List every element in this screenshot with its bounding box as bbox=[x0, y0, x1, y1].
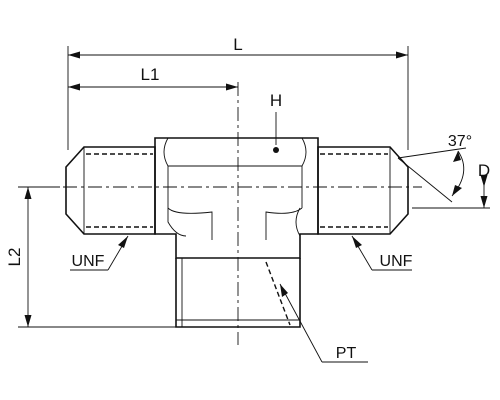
dimension-l1: L1 bbox=[68, 65, 238, 91]
flare-angle: 37° bbox=[397, 133, 472, 203]
unf-left-label: UNF bbox=[72, 253, 105, 270]
dimension-l2-label: L2 bbox=[5, 248, 24, 267]
dimension-l1-label: L1 bbox=[141, 65, 160, 84]
flare-angle-label: 37° bbox=[448, 133, 472, 150]
dimension-d-label: D bbox=[478, 161, 490, 180]
fitting-body bbox=[65, 137, 409, 328]
pt-label: PT bbox=[336, 345, 357, 362]
pt-callout: PT bbox=[279, 283, 368, 363]
dimension-l: L bbox=[67, 35, 409, 150]
unf-left-callout: UNF bbox=[70, 235, 129, 271]
unf-right-callout: UNF bbox=[351, 235, 413, 271]
dimension-h: H bbox=[270, 91, 282, 153]
center-lines bbox=[38, 82, 422, 345]
dimension-d: D bbox=[412, 161, 490, 209]
hex-size-label: H bbox=[270, 91, 282, 110]
dimension-l2: L2 bbox=[5, 186, 180, 328]
unf-right-label: UNF bbox=[380, 253, 413, 270]
dimension-l-label: L bbox=[233, 35, 242, 54]
